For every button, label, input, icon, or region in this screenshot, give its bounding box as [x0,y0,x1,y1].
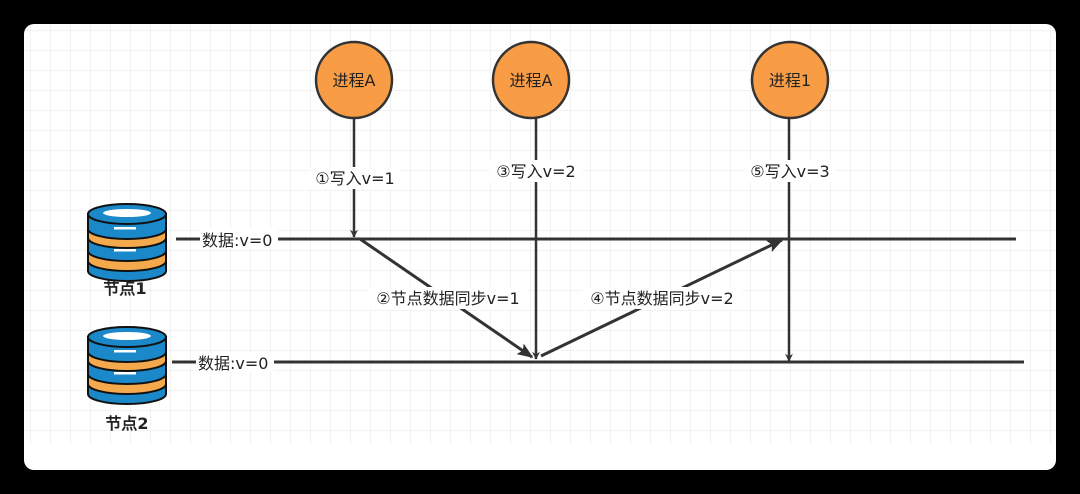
step2-label: ②节点数据同步v=1 [376,289,519,308]
node1-database-icon [87,203,167,282]
process-1-label: 进程A [333,71,376,90]
process-2: 进程A [491,40,571,120]
diagram-svg: 数据:v=0 数据:v=0 进程A 进程A 进程1 ①写入v=1 ③写入v=2 … [24,24,1056,444]
step5-label: ⑤写入v=3 [750,162,829,181]
diagram-canvas: 数据:v=0 数据:v=0 进程A 进程A 进程1 ①写入v=1 ③写入v=2 … [24,24,1056,470]
process-1: 进程A [314,40,394,120]
node2-name: 节点2 [105,414,148,433]
node1-name: 节点1 [103,279,146,298]
process-2-label: 进程A [510,71,553,90]
node1-data-label: 数据:v=0 [202,231,272,250]
step1-label: ①写入v=1 [315,169,394,188]
node2-data-label: 数据:v=0 [198,354,268,373]
process-3: 进程1 [750,40,830,120]
step3-label: ③写入v=2 [496,162,575,181]
node2-database-icon [87,326,167,405]
process-3-label: 进程1 [769,71,811,90]
step4-label: ④节点数据同步v=2 [590,289,733,308]
